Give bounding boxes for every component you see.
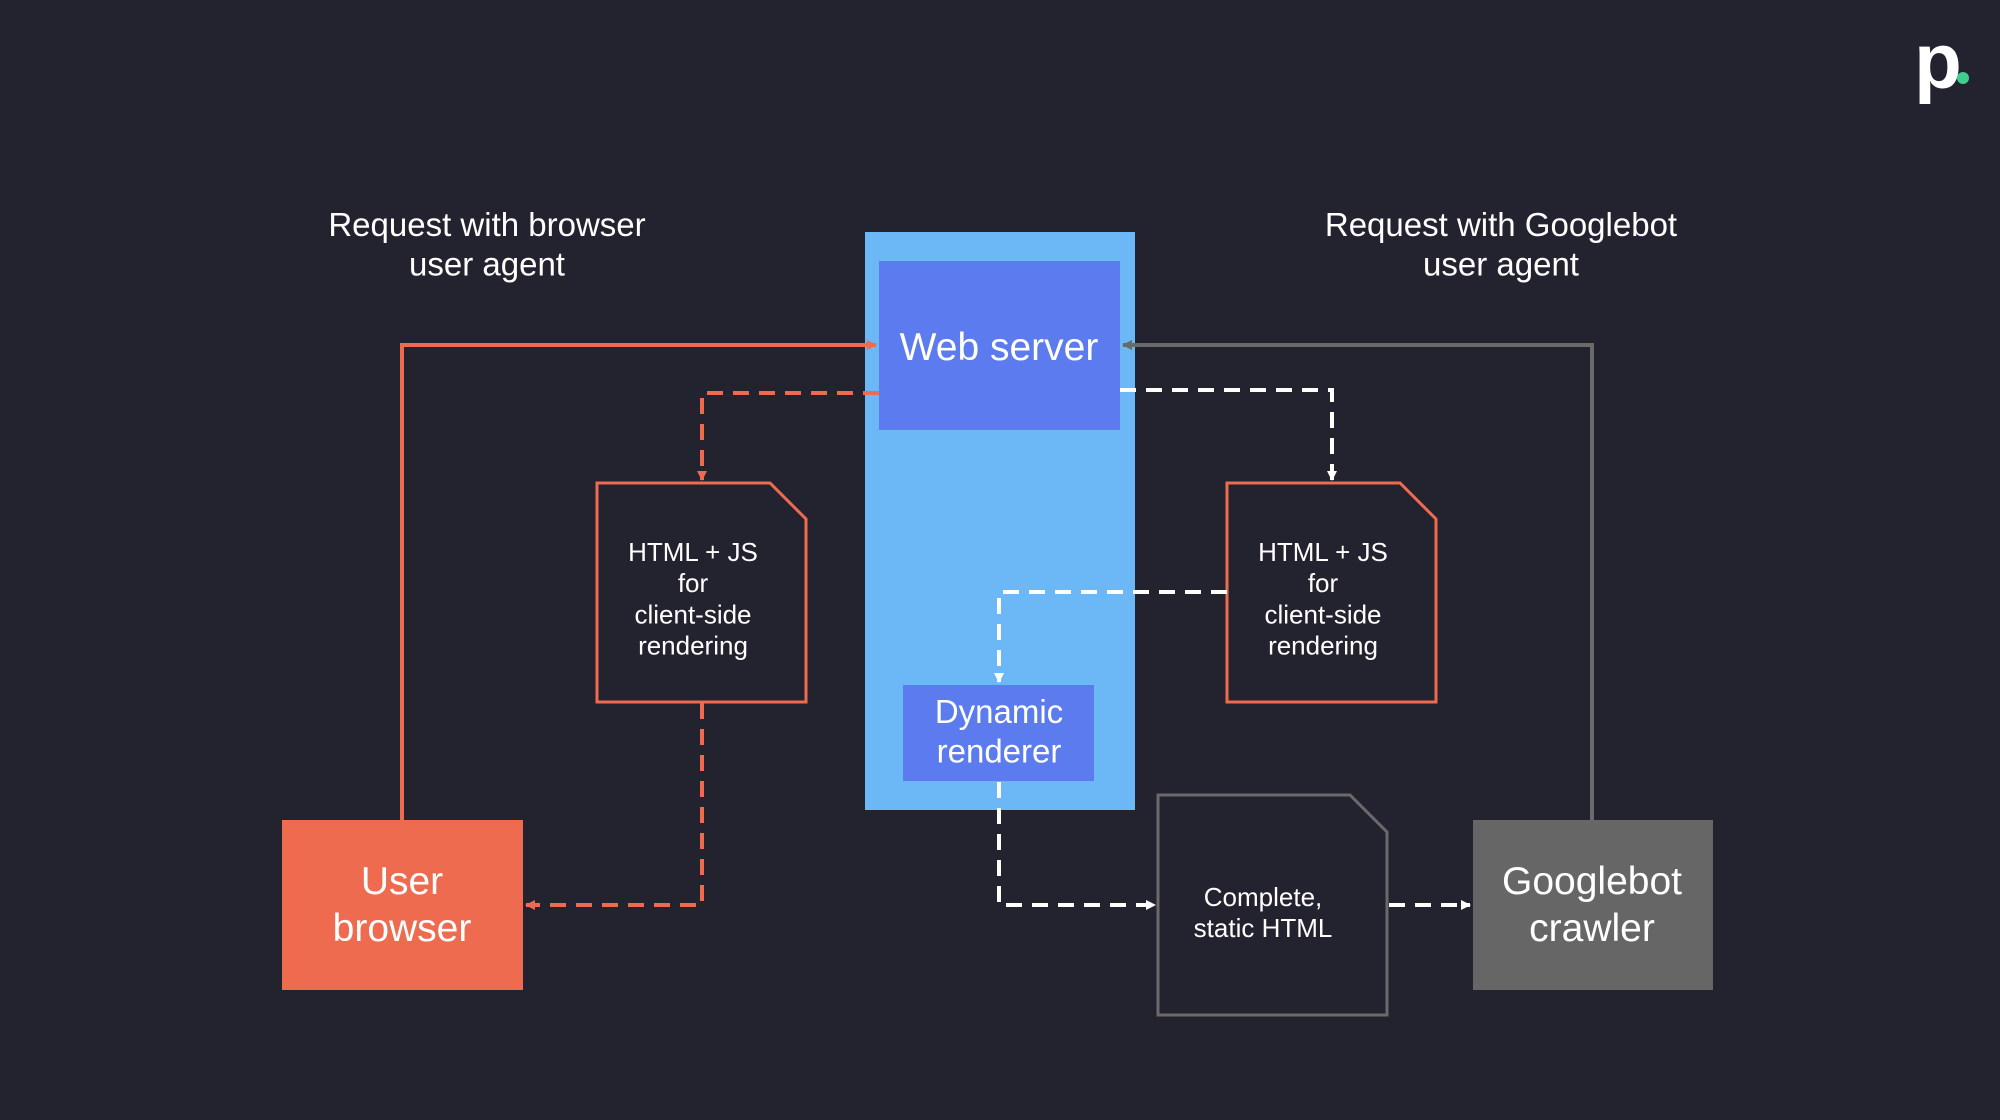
text-line: Dynamic [935, 693, 1063, 730]
text-line: HTML + JS [628, 537, 758, 567]
text-line: Web server [900, 326, 1099, 369]
doc-browser-shape [595, 481, 808, 704]
text-line: client-side [634, 599, 751, 629]
doc-static-html[interactable]: Complete,static HTML [1156, 793, 1389, 1017]
text-line: Request with Googlebot [1325, 206, 1677, 243]
text-line: HTML + JS [1258, 537, 1388, 567]
arrow-doc-browser-to-user [525, 703, 704, 910]
arrow-server-to-doc-googlebot [1120, 388, 1337, 481]
text-line: Googlebot [1502, 860, 1682, 903]
brand-logo: p [1914, 17, 1969, 105]
text-line: renderer [937, 733, 1062, 770]
doc-static-label: Complete,static HTML [1194, 882, 1333, 943]
text-line: user agent [1423, 246, 1579, 283]
web-server-box [879, 261, 1120, 430]
arrow-browser-to-server [400, 340, 877, 820]
text-line: crawler [1529, 907, 1655, 950]
text-line: user agent [409, 246, 565, 283]
user-browser-box [282, 820, 523, 990]
logo-letter: p [1914, 17, 1962, 105]
dynamic-renderer-box [903, 685, 1094, 781]
doc-static-shape [1156, 793, 1389, 1017]
text-line: for [678, 568, 709, 598]
web-server-label: Web server [900, 326, 1099, 369]
text-line: for [1308, 568, 1339, 598]
text-line: Complete, [1204, 882, 1323, 912]
connectors [400, 340, 1594, 910]
arrow-doc-googlebot-to-renderer [994, 590, 1227, 683]
doc-googlebot-shape [1225, 481, 1438, 704]
text-line: rendering [1268, 631, 1378, 661]
logo-dot-icon [1957, 72, 1969, 84]
web-server-node[interactable]: Web server [879, 261, 1120, 430]
text-line: Request with browser [328, 206, 645, 243]
text-line: User [361, 860, 443, 903]
text-line: client-side [1264, 599, 1381, 629]
text-line: rendering [638, 631, 748, 661]
arrow-googlebot-to-server [1122, 340, 1594, 820]
googlebot-crawler-box [1473, 820, 1713, 990]
text-line: browser [333, 907, 472, 950]
arrow-renderer-to-static [997, 782, 1156, 910]
text-line: static HTML [1194, 913, 1333, 943]
arrow-server-to-doc-browser [697, 391, 879, 481]
